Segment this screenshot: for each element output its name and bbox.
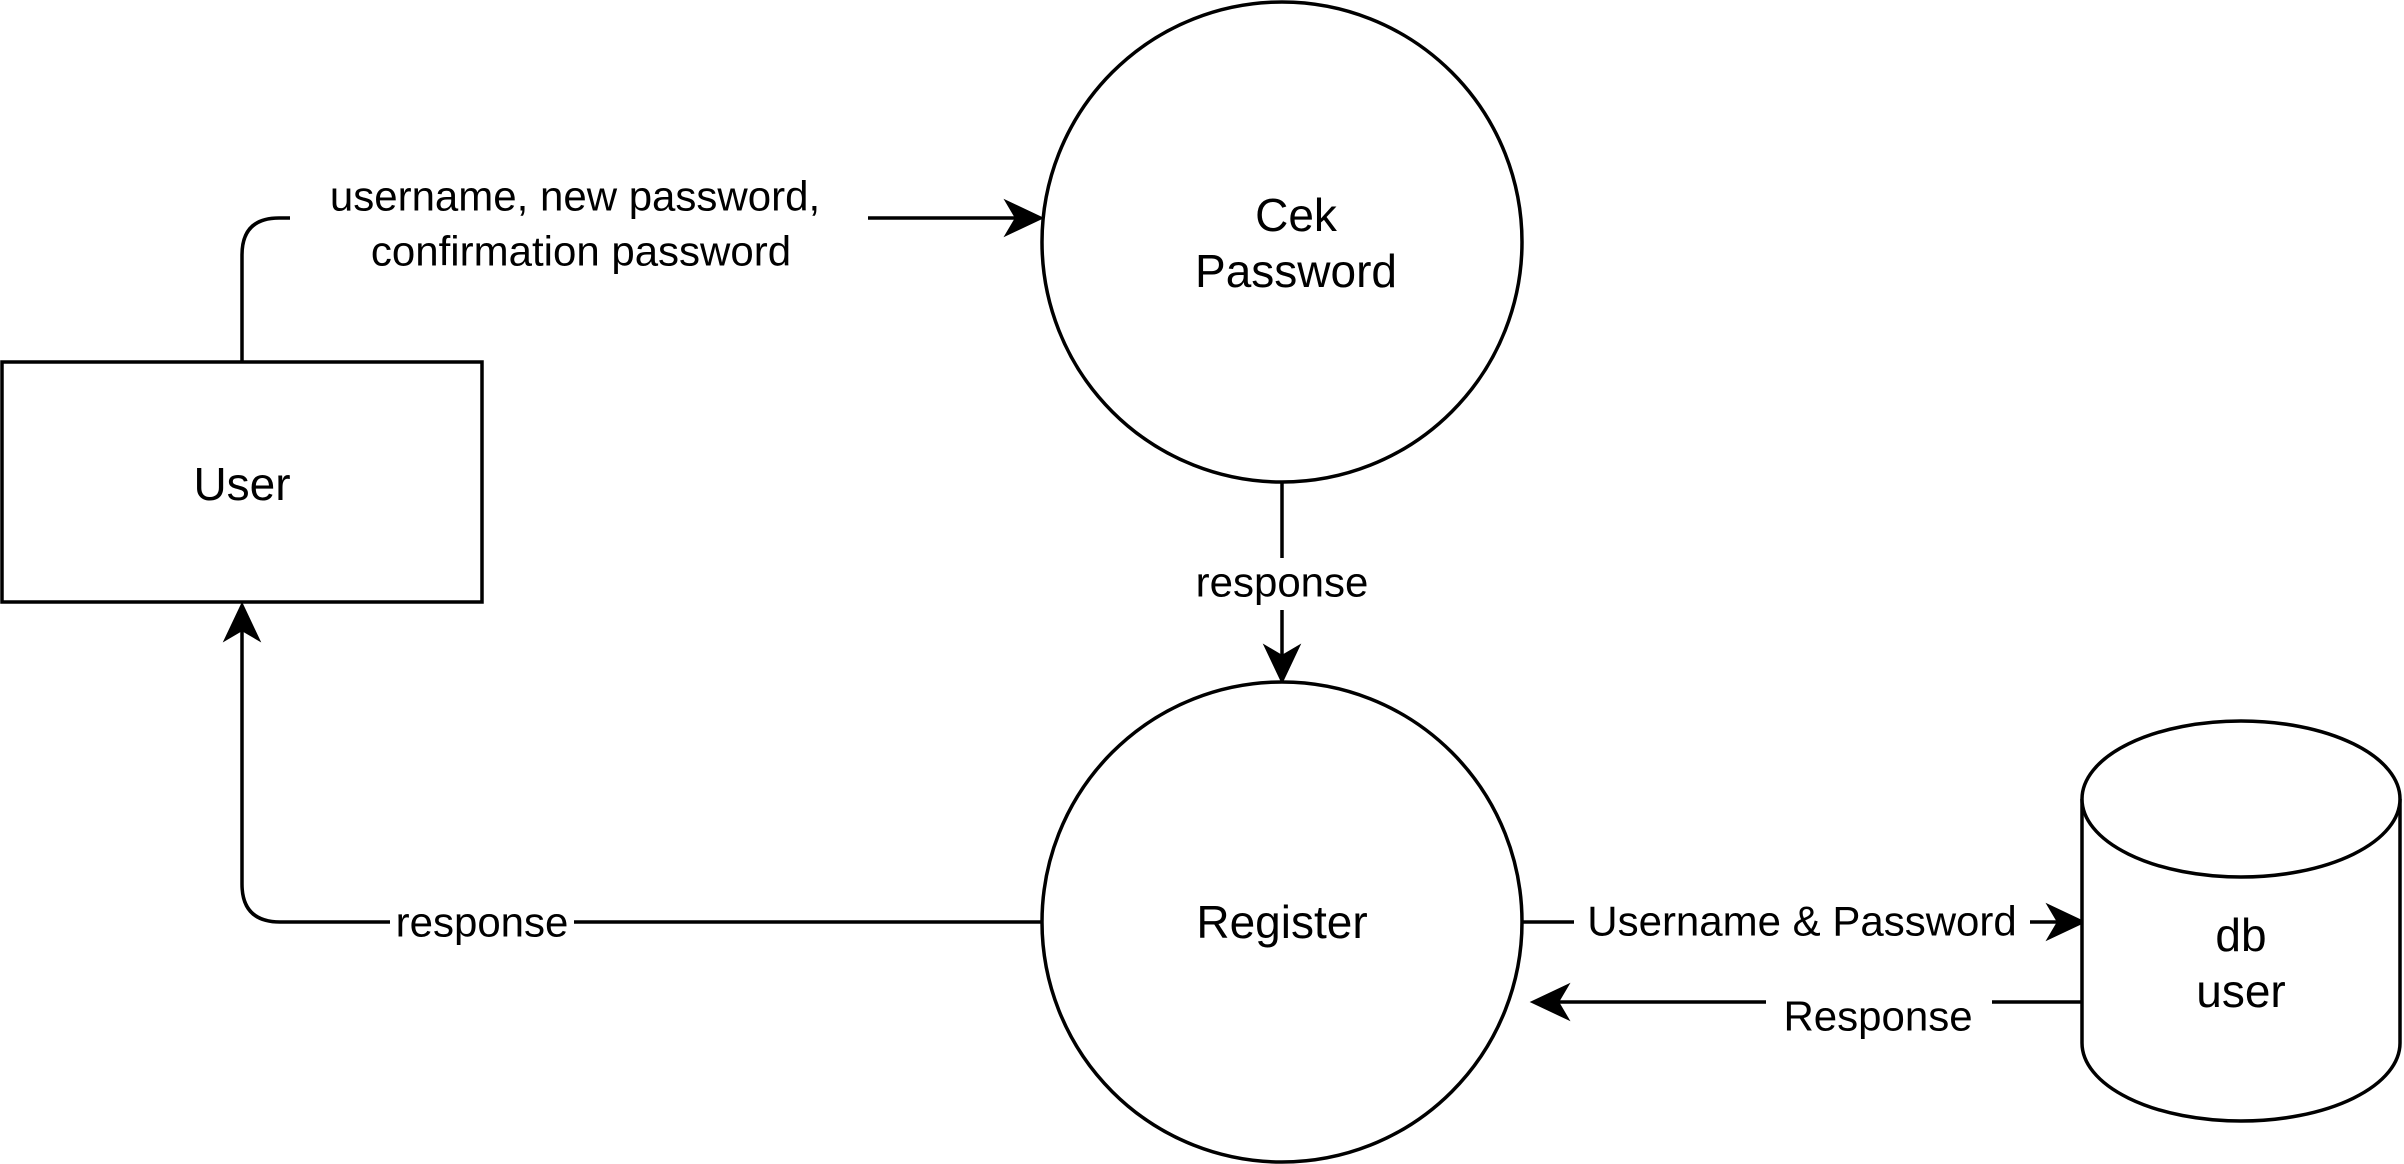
edge-label: response — [1196, 559, 1369, 606]
arrowhead-icon — [222, 601, 262, 643]
arrowhead-icon — [2045, 902, 2087, 942]
edge-register-to-user[interactable] — [222, 601, 1042, 924]
user-rectangle — [0, 360, 484, 604]
arrowhead-icon — [1262, 643, 1302, 685]
cek-password-circle — [1040, 0, 1524, 484]
register-circle — [1040, 680, 1524, 1164]
edge-label-db-user-to-register: Response — [1766, 988, 1992, 1048]
cek-password-label-line2: Password — [1195, 245, 1397, 297]
node-register[interactable]: Register — [1040, 680, 1524, 1164]
db-user-cylinder-top — [2080, 719, 2402, 879]
cek-password-label-line1: Cek — [1255, 189, 1338, 241]
arrowhead-icon — [1529, 982, 1571, 1022]
edge-label-user-to-cek-password: username, new password, confirmation pas… — [290, 165, 868, 280]
register-label: Register — [1196, 896, 1367, 948]
edge-line — [240, 216, 1022, 362]
user-label: User — [193, 458, 290, 510]
edge-label-register-to-user: response — [390, 896, 574, 948]
edge-label: Response — [1783, 993, 1972, 1040]
db-user-cylinder-body — [2080, 799, 2402, 1123]
db-user-label-line2: user — [2196, 965, 2285, 1017]
edge-user-to-cek-password[interactable] — [240, 198, 1045, 362]
arrowhead-icon — [1003, 198, 1045, 238]
db-user-label-line1: db — [2215, 909, 2266, 961]
edge-label: response — [396, 899, 569, 946]
edge-line — [240, 624, 1042, 924]
edge-label-register-to-db-user: Username & Password — [1574, 894, 2030, 950]
edge-label-line2: confirmation password — [371, 228, 791, 275]
node-db-user[interactable]: db user — [2080, 719, 2402, 1123]
edge-label-line1: username, new password, — [330, 173, 820, 220]
edge-label-cek-password-to-register: response — [1188, 558, 1378, 610]
node-user[interactable]: User — [0, 360, 484, 604]
node-cek-password[interactable]: Cek Password — [1040, 0, 1524, 484]
edge-label: Username & Password — [1587, 898, 2017, 945]
